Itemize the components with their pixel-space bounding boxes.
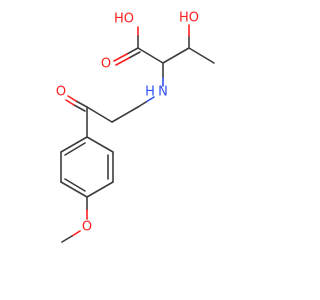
bond-ring-3 <box>86 181 114 198</box>
bond-n-ch2-c <box>137 101 147 108</box>
bond-ring-6 <box>60 136 88 153</box>
bond-o-methyl-o <box>71 230 81 237</box>
bond-ch2-carbonyl <box>86 106 113 123</box>
bond-acid-co-o2 <box>115 57 130 66</box>
bond-ring-4 <box>60 181 88 198</box>
amine-nitrogen-label: N <box>158 85 168 100</box>
bond-ring-double-3 <box>64 142 86 156</box>
bond-n-ch2 <box>145 96 155 103</box>
bond-acid-co-1 <box>126 47 139 55</box>
hydroxyl-label: HO <box>179 11 199 26</box>
bond-ketone-2o <box>65 99 75 106</box>
bond-cb-methyl <box>188 47 215 64</box>
bond-o-methyl <box>61 235 73 243</box>
bond-ring-1 <box>86 136 114 153</box>
bond-ketone-1 <box>75 100 88 108</box>
bond-ketone-1o <box>67 95 77 102</box>
bond-c2-ca <box>137 47 164 64</box>
acid-hydroxyl-label: HO <box>114 12 134 27</box>
molecule-structure: HO O HO N H O O <box>56 11 215 243</box>
ketone-oxygen-label: O <box>56 85 66 100</box>
bond-ring-double-2 <box>64 178 86 192</box>
bond-acid-co-2 <box>128 51 141 59</box>
acid-oxygen-label: O <box>101 57 111 72</box>
amine-hydrogen-label: H <box>145 85 155 100</box>
bond-acid-co-o1 <box>113 53 128 62</box>
bond-ca-cb <box>162 47 190 64</box>
bond-ch2-ch2 <box>111 106 139 123</box>
bond-ketone-2 <box>73 104 86 112</box>
methoxy-oxygen-label: O <box>82 220 92 235</box>
